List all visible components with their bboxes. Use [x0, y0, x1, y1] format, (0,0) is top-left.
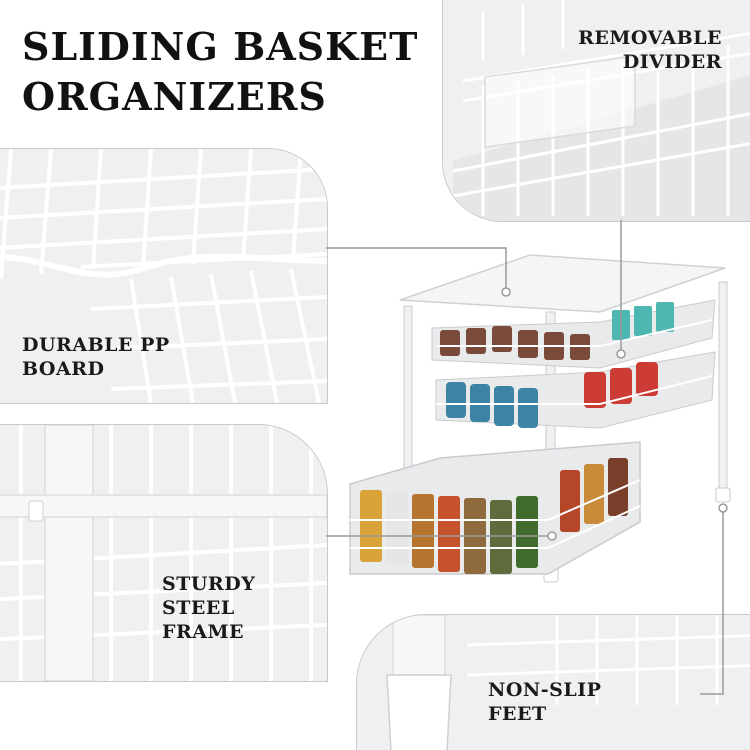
board-detail-panel — [0, 148, 328, 404]
non-slip-label-line: NON-SLIP — [488, 679, 602, 701]
sturdy-label-line: STURDY — [162, 573, 256, 595]
divider-detail-panel — [442, 0, 750, 222]
feet-label-line: FEET — [488, 703, 547, 725]
frame-label-line: FRAME — [162, 621, 245, 643]
divider-label-line: DIVIDER — [622, 51, 722, 73]
feature-label-steel-frame: STURDY STEEL FRAME — [162, 572, 255, 644]
board-label-line: BOARD — [22, 358, 105, 380]
feature-label-non-slip-feet: NON-SLIP FEET — [488, 678, 601, 726]
title-line-1: SLIDING BASKET — [22, 24, 419, 69]
removable-label-line: REMOVABLE — [578, 27, 722, 49]
feature-label-pp-board: DURABLE PP BOARD — [22, 333, 170, 381]
steel-label-line: STEEL — [162, 597, 235, 619]
feet-connector-line — [700, 510, 724, 695]
steel-post-detail-icon — [0, 425, 327, 681]
title-line-2: ORGANIZERS — [22, 74, 327, 119]
feature-label-removable-divider: REMOVABLE DIVIDER — [578, 26, 722, 74]
board-mesh-detail-icon — [0, 149, 327, 403]
feet-detail-panel — [356, 614, 750, 750]
board-connector-line — [326, 247, 507, 290]
page-title: SLIDING BASKET ORGANIZERS — [22, 22, 418, 122]
durable-label-line: DURABLE PP — [22, 334, 170, 356]
wire-mesh-detail-icon — [443, 0, 750, 221]
rubber-foot-detail-icon — [357, 615, 750, 750]
frame-detail-panel — [0, 424, 328, 682]
